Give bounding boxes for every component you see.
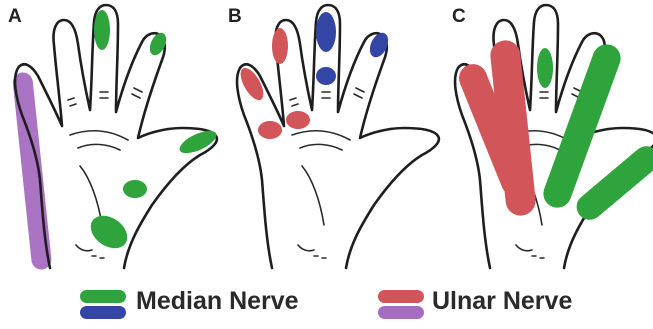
legend-ulnar-label: Ulnar Nerve [432, 287, 572, 316]
legend-median-blue-swatch [80, 306, 126, 319]
legend-ulnar-purple-swatch [378, 306, 424, 319]
ulnar-red-spot-ring-tip-b [272, 28, 288, 64]
median-green-spot-thumb-a [176, 126, 219, 157]
median-green-spot-wrist-a [85, 209, 134, 255]
panel-a-hand [12, 5, 220, 270]
legend-ulnar-red-swatch [378, 290, 424, 303]
panel-b-hand [236, 5, 439, 268]
legend-median-label: Median Nerve [136, 287, 299, 316]
median-blue-spot-middle-tip-b [316, 12, 336, 52]
median-green-spot-index-a [94, 10, 110, 50]
panel-label-a: A [8, 6, 22, 28]
median-green-spot-middle-c [537, 48, 553, 88]
median-green-spot-palm-a [123, 180, 147, 198]
ulnar-red-spot-little-base-b [258, 121, 282, 139]
ulnar-red-spot-ring-base-b [286, 111, 310, 129]
median-blue-spot-middle-mid-b [316, 67, 336, 85]
legend-median-green-swatch [80, 290, 126, 303]
panel-label-b: B [228, 6, 242, 28]
panel-label-c: C [452, 6, 466, 28]
panel-c-hand [455, 5, 653, 268]
